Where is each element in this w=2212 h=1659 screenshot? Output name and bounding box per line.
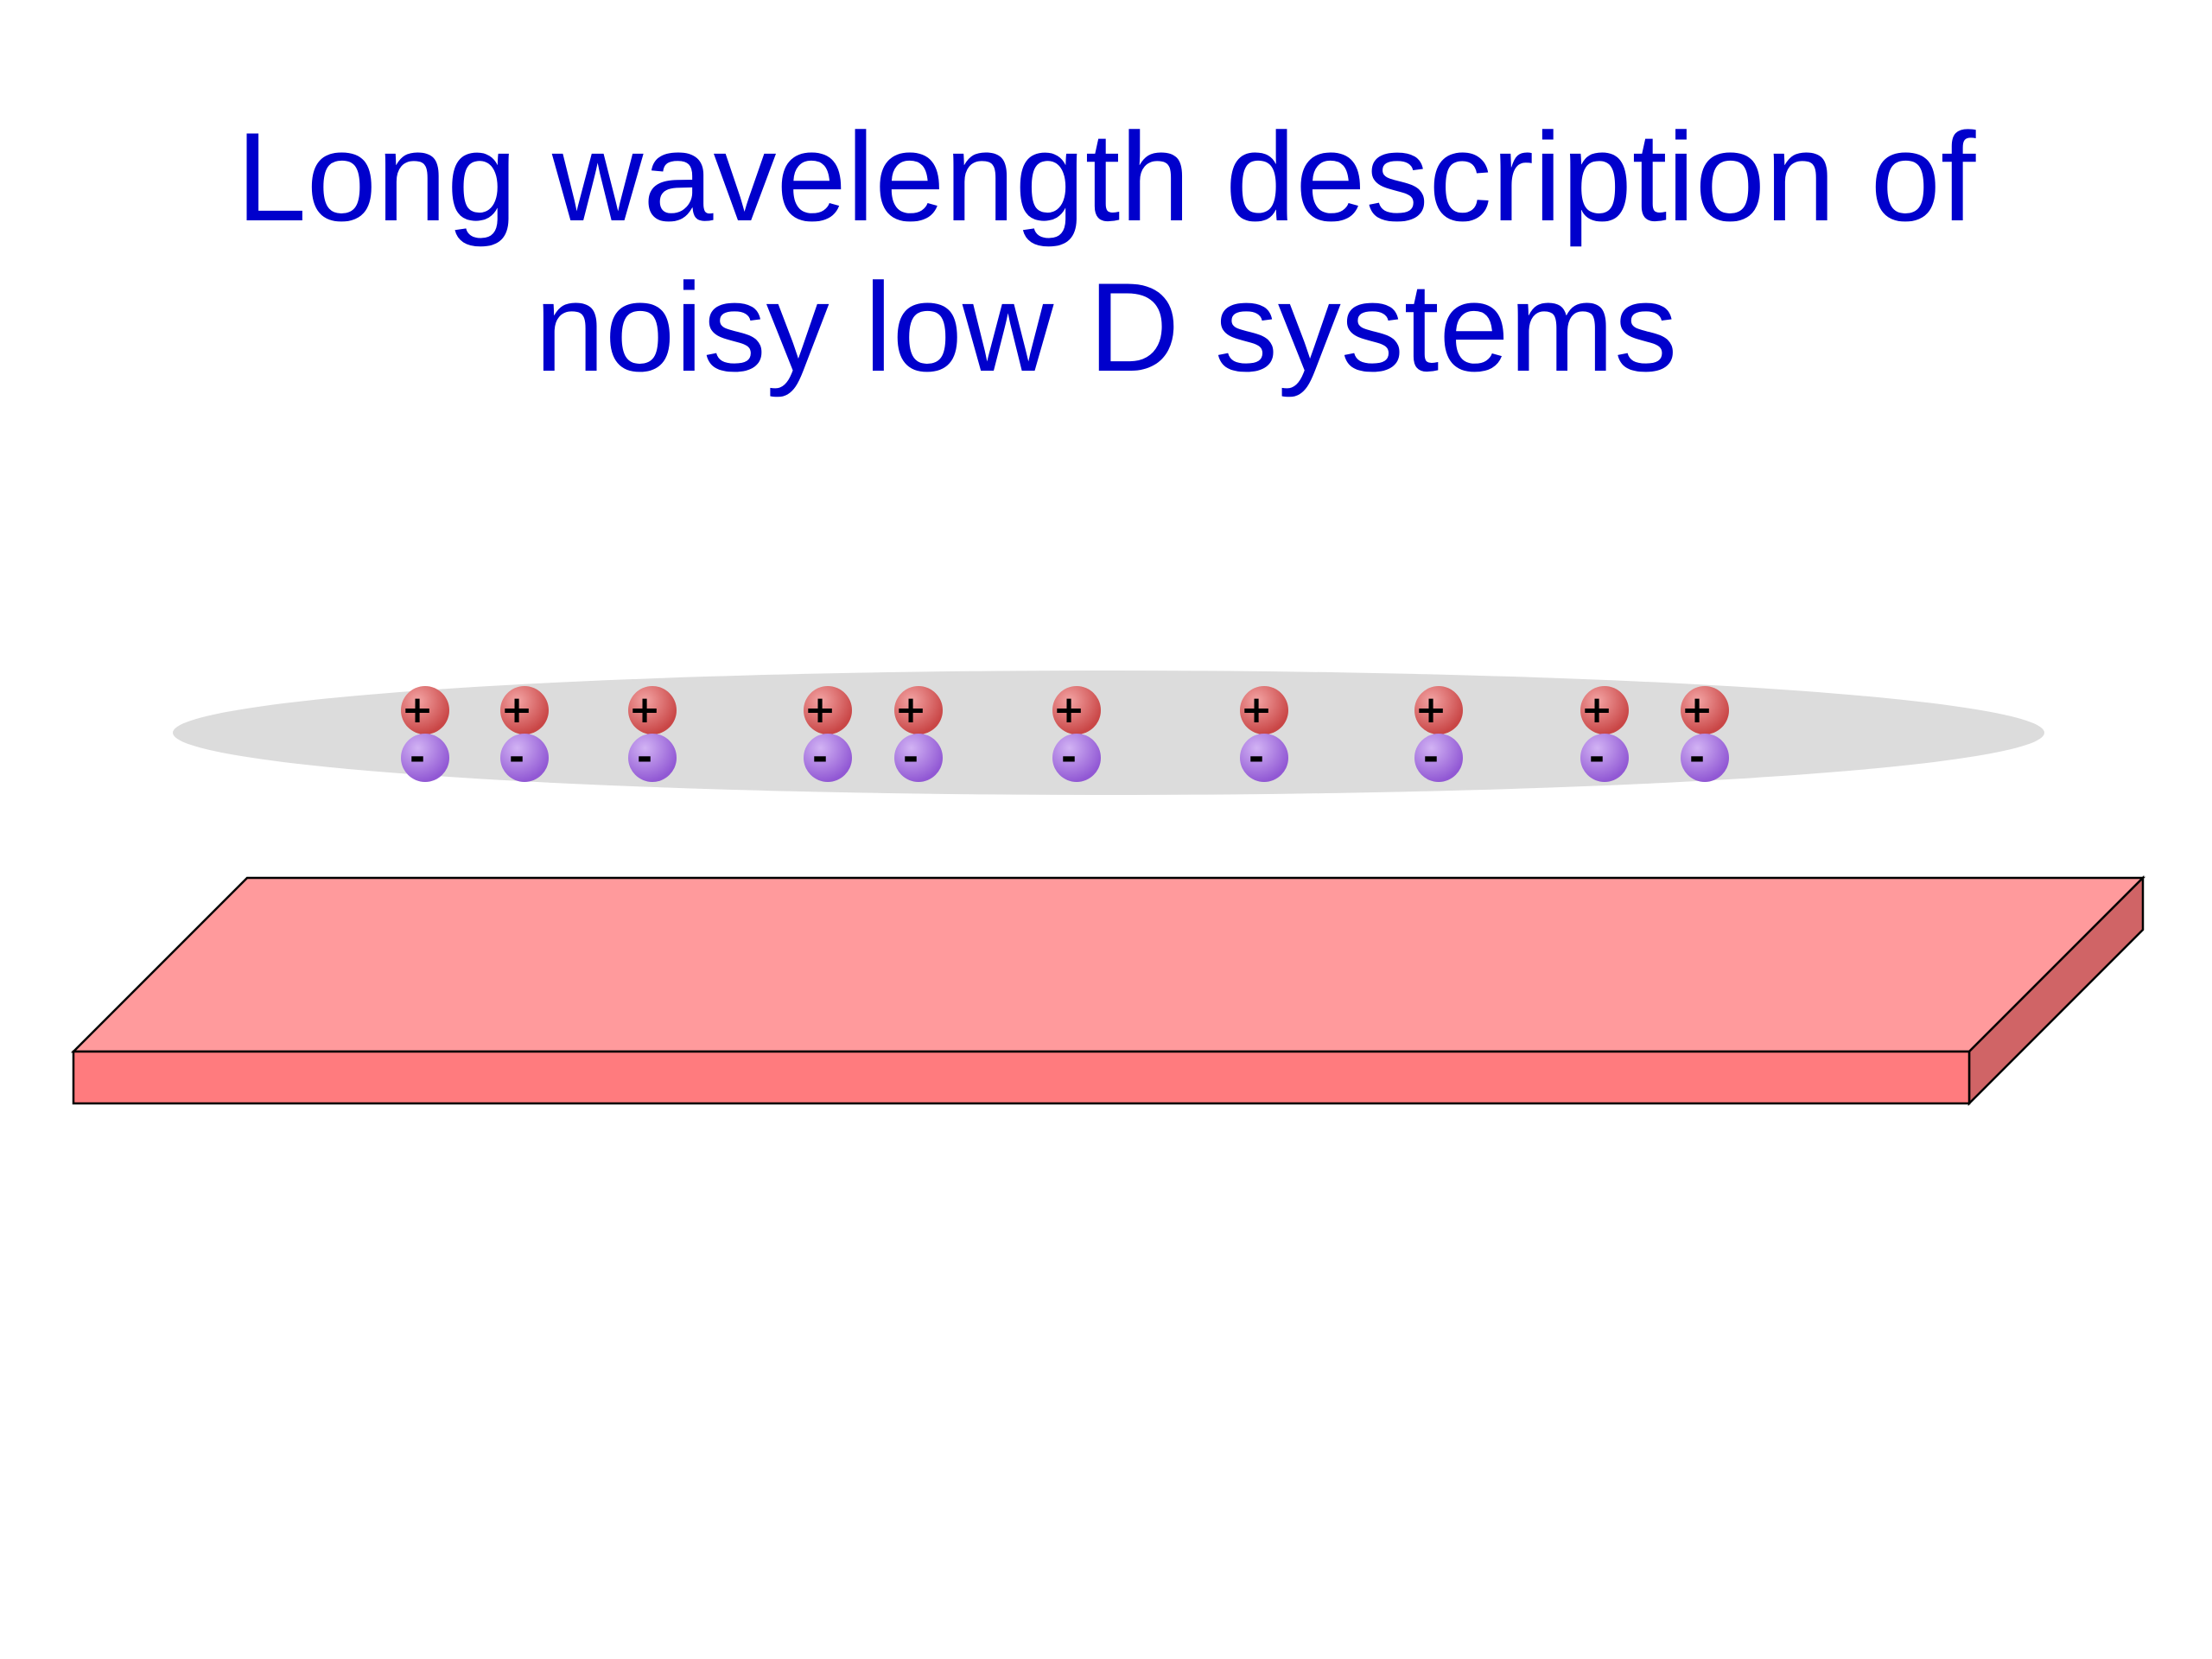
slab-front-face bbox=[72, 1050, 1971, 1105]
charge-cloud bbox=[173, 671, 2044, 795]
positive-charge-ball bbox=[1052, 686, 1101, 734]
negative-charge: - bbox=[1240, 734, 1288, 782]
negative-charge-ball bbox=[1240, 734, 1288, 782]
slide-title: Long wavelength description of noisy low… bbox=[0, 102, 2212, 403]
positive-charge-sign: + bbox=[1581, 688, 1613, 732]
positive-charge-sign: + bbox=[402, 688, 434, 732]
positive-charge-sign: + bbox=[1681, 688, 1713, 732]
negative-charge: - bbox=[1681, 734, 1729, 782]
positive-charge-sign: + bbox=[501, 688, 533, 732]
negative-charge-sign: - bbox=[410, 735, 425, 779]
substrate-slab bbox=[70, 874, 2146, 1107]
negative-charge-ball bbox=[628, 734, 677, 782]
positive-charge: + bbox=[1240, 686, 1288, 734]
positive-charge-sign: + bbox=[895, 688, 927, 732]
positive-charge-sign: + bbox=[804, 688, 836, 732]
positive-charge-ball bbox=[1681, 686, 1729, 734]
dipole-pair: +- bbox=[1052, 686, 1101, 782]
negative-charge-sign: - bbox=[903, 735, 918, 779]
negative-charge-ball bbox=[500, 734, 549, 782]
positive-charge-ball bbox=[401, 686, 449, 734]
positive-charge-ball bbox=[628, 686, 677, 734]
dipole-pair: +- bbox=[401, 686, 449, 782]
negative-charge: - bbox=[401, 734, 449, 782]
negative-charge-ball bbox=[894, 734, 943, 782]
positive-charge: + bbox=[1052, 686, 1101, 734]
negative-charge-sign: - bbox=[1689, 735, 1705, 779]
negative-charge-ball bbox=[401, 734, 449, 782]
dipole-pair: +- bbox=[500, 686, 549, 782]
negative-charge: - bbox=[628, 734, 677, 782]
dipole-group: +-+-+-+-+-+-+-+-+-+- bbox=[401, 686, 1729, 782]
negative-charge-sign: - bbox=[637, 735, 652, 779]
positive-charge: + bbox=[804, 686, 852, 734]
negative-charge: - bbox=[1052, 734, 1101, 782]
positive-charge: + bbox=[628, 686, 677, 734]
negative-charge: - bbox=[1580, 734, 1629, 782]
dipole-pair: +- bbox=[804, 686, 852, 782]
negative-charge: - bbox=[500, 734, 549, 782]
negative-charge: - bbox=[894, 734, 943, 782]
negative-charge-sign: - bbox=[1249, 735, 1264, 779]
positive-charge-ball bbox=[1240, 686, 1288, 734]
negative-charge-sign: - bbox=[812, 735, 828, 779]
positive-charge: + bbox=[500, 686, 549, 734]
negative-charge: - bbox=[804, 734, 852, 782]
positive-charge-sign: + bbox=[1053, 688, 1085, 732]
positive-charge-ball bbox=[804, 686, 852, 734]
negative-charge-sign: - bbox=[1061, 735, 1077, 779]
negative-charge: - bbox=[1414, 734, 1463, 782]
negative-charge-ball bbox=[804, 734, 852, 782]
negative-charge-sign: - bbox=[1423, 735, 1439, 779]
dipole-pair: +- bbox=[1580, 686, 1629, 782]
dipole-pair: +- bbox=[628, 686, 677, 782]
dipole-pair: +- bbox=[1240, 686, 1288, 782]
positive-charge: + bbox=[1580, 686, 1629, 734]
positive-charge: + bbox=[1681, 686, 1729, 734]
positive-charge-sign: + bbox=[1241, 688, 1273, 732]
positive-charge-ball bbox=[1414, 686, 1463, 734]
negative-charge-ball bbox=[1681, 734, 1729, 782]
slide-title-line-1: Long wavelength description of bbox=[236, 106, 1976, 247]
positive-charge: + bbox=[401, 686, 449, 734]
positive-charge: + bbox=[1414, 686, 1463, 734]
positive-charge-ball bbox=[1580, 686, 1629, 734]
positive-charge-sign: + bbox=[1415, 688, 1447, 732]
negative-charge-ball bbox=[1414, 734, 1463, 782]
dipole-pair: +- bbox=[894, 686, 943, 782]
negative-charge-sign: - bbox=[1589, 735, 1605, 779]
negative-charge-sign: - bbox=[509, 735, 524, 779]
slab-top-face bbox=[70, 876, 2146, 1053]
positive-charge-sign: + bbox=[629, 688, 661, 732]
dipole-pair: +- bbox=[1681, 686, 1729, 782]
dipole-pair: +- bbox=[1414, 686, 1463, 782]
positive-charge: + bbox=[894, 686, 943, 734]
positive-charge-ball bbox=[500, 686, 549, 734]
positive-charge-ball bbox=[894, 686, 943, 734]
negative-charge-ball bbox=[1580, 734, 1629, 782]
negative-charge-ball bbox=[1052, 734, 1101, 782]
slide-title-line-2: noisy low D systems bbox=[534, 257, 1678, 397]
